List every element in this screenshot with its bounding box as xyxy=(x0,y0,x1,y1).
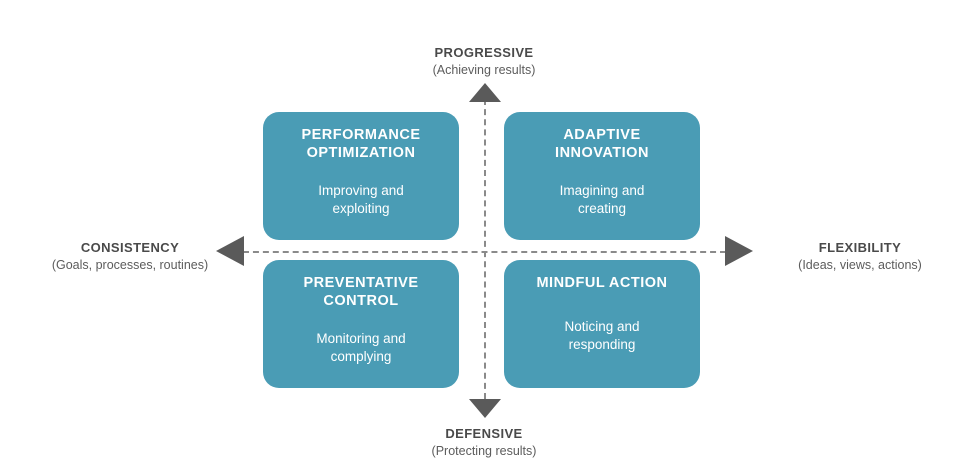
quadrant-top-right-title: ADAPTIVE INNOVATION xyxy=(555,127,649,162)
quadrant-top-right: ADAPTIVE INNOVATION Imagining and creati… xyxy=(504,112,700,240)
arrow-left-icon xyxy=(216,236,244,266)
axis-label-top: PROGRESSIVE (Achieving results) xyxy=(384,44,584,78)
axis-label-left-subtitle: (Goals, processes, routines) xyxy=(51,257,209,272)
axis-label-right-subtitle: (Ideas, views, actions) xyxy=(798,257,922,272)
quadrant-top-right-description: Imagining and creating xyxy=(559,183,645,216)
vertical-axis-line xyxy=(484,99,486,399)
axis-label-right-title: FLEXIBILITY xyxy=(818,240,902,255)
quadrant-top-left-description: Improving and exploiting xyxy=(318,183,404,216)
quadrant-top-left-title: PERFORMANCE OPTIMIZATION xyxy=(301,127,421,162)
arrow-down-icon xyxy=(469,399,501,418)
axis-label-top-subtitle: (Achieving results) xyxy=(432,62,536,77)
quadrant-top-left: PERFORMANCE OPTIMIZATION Improving and e… xyxy=(263,112,459,240)
arrow-right-icon xyxy=(725,236,753,266)
quadrant-bottom-left: PREVENTATIVE CONTROL Monitoring and comp… xyxy=(263,260,459,388)
quadrant-bottom-right-title: MINDFUL ACTION xyxy=(536,275,668,291)
axis-label-left-title: CONSISTENCY xyxy=(80,240,180,255)
quadrant-bottom-left-title: PREVENTATIVE CONTROL xyxy=(303,275,419,310)
axis-label-bottom-subtitle: (Protecting results) xyxy=(431,443,537,458)
axis-label-bottom: DEFENSIVE (Protecting results) xyxy=(384,425,584,459)
axis-label-left: CONSISTENCY (Goals, processes, routines) xyxy=(20,239,240,273)
quadrant-bottom-right-description: Noticing and responding xyxy=(564,319,640,352)
quadrant-bottom-left-description: Monitoring and complying xyxy=(316,331,406,364)
axis-label-bottom-title: DEFENSIVE xyxy=(445,426,523,441)
axis-label-top-title: PROGRESSIVE xyxy=(434,45,534,60)
axis-label-right: FLEXIBILITY (Ideas, views, actions) xyxy=(760,239,960,273)
arrow-up-icon xyxy=(469,83,501,102)
quadrant-bottom-right: MINDFUL ACTION Noticing and responding xyxy=(504,260,700,388)
